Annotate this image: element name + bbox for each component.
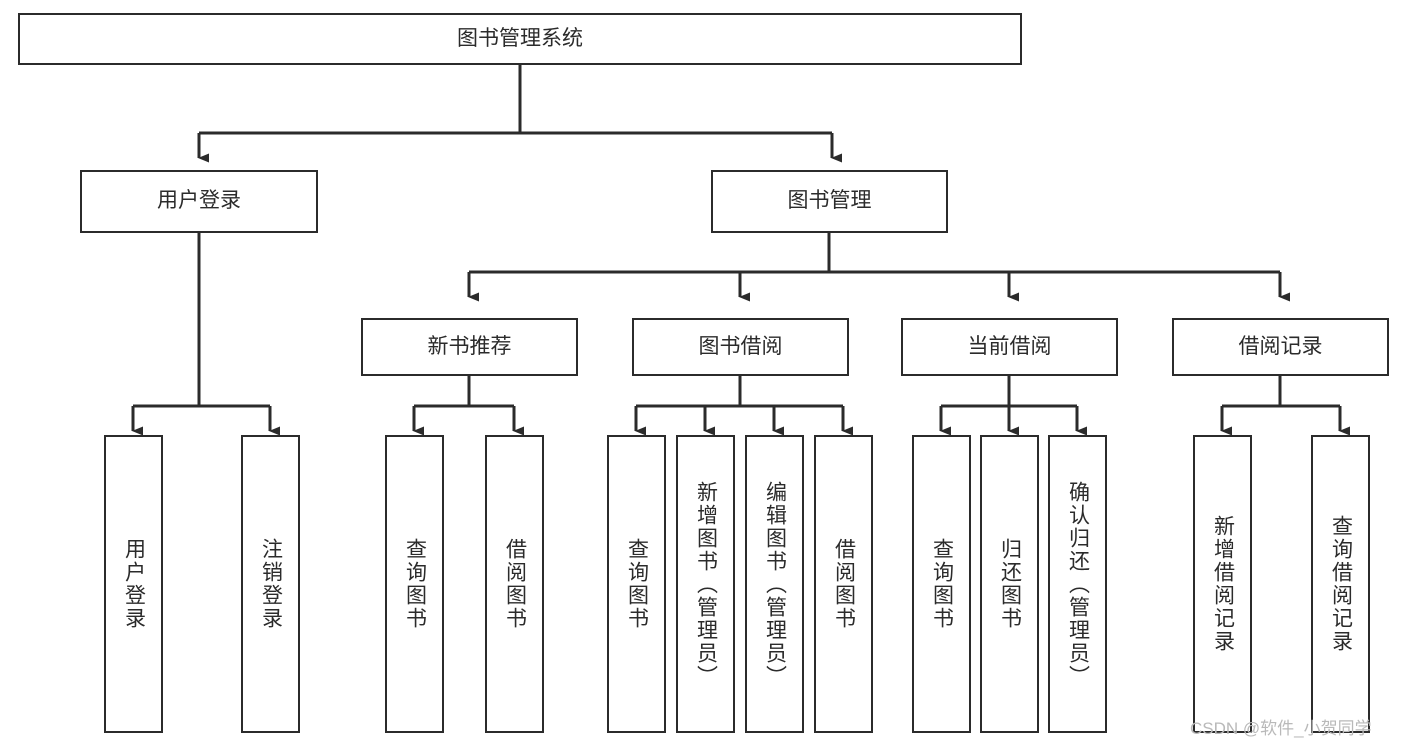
leaf-borrow-book-2[interactable]: 借阅图书: [814, 435, 873, 733]
node-root-label: 图书管理系统: [457, 26, 583, 50]
leaf-confirm-return-admin[interactable]: 确认归还（管理员）: [1048, 435, 1107, 733]
leaf-add-borrow-record[interactable]: 新增借阅记录: [1193, 435, 1252, 733]
leaf-query-book-1[interactable]: 查询图书: [385, 435, 444, 733]
leaf-confirm-return-admin-label: 确认归还（管理员）: [1066, 480, 1090, 688]
leaf-return-book-label: 归还图书: [998, 538, 1022, 630]
node-borrow-record[interactable]: 借阅记录: [1172, 318, 1389, 376]
node-root[interactable]: 图书管理系统: [18, 13, 1022, 65]
node-new-book-recommend[interactable]: 新书推荐: [361, 318, 578, 376]
node-book-borrow[interactable]: 图书借阅: [632, 318, 849, 376]
leaf-query-book-1-label: 查询图书: [403, 538, 427, 630]
leaf-borrow-book-2-label: 借阅图书: [832, 538, 856, 630]
leaf-edit-book-admin[interactable]: 编辑图书（管理员）: [745, 435, 804, 733]
node-current-borrow[interactable]: 当前借阅: [901, 318, 1118, 376]
node-new-book-recommend-label: 新书推荐: [427, 334, 512, 358]
leaf-add-borrow-record-label: 新增借阅记录: [1211, 515, 1235, 653]
leaf-query-borrow-record[interactable]: 查询借阅记录: [1311, 435, 1370, 733]
leaf-add-book-admin-label: 新增图书（管理员）: [694, 480, 718, 688]
leaf-add-book-admin[interactable]: 新增图书（管理员）: [676, 435, 735, 733]
leaf-user-login[interactable]: 用户登录: [104, 435, 163, 733]
node-borrow-record-label: 借阅记录: [1238, 334, 1323, 358]
leaf-query-book-3-label: 查询图书: [930, 538, 954, 630]
leaf-logout-login-label: 注销登录: [259, 538, 283, 630]
leaf-borrow-book-1-label: 借阅图书: [503, 538, 527, 630]
leaf-logout-login[interactable]: 注销登录: [241, 435, 300, 733]
node-book-borrow-label: 图书借阅: [698, 334, 783, 358]
leaf-user-login-label: 用户登录: [122, 538, 146, 630]
node-book-manage-label: 图书管理: [787, 189, 872, 213]
node-user-login-label: 用户登录: [157, 189, 241, 213]
leaf-edit-book-admin-label: 编辑图书（管理员）: [763, 480, 787, 688]
leaf-query-book-2-label: 查询图书: [625, 538, 649, 630]
node-user-login[interactable]: 用户登录: [80, 170, 318, 233]
leaf-borrow-book-1[interactable]: 借阅图书: [485, 435, 544, 733]
leaf-query-book-3[interactable]: 查询图书: [912, 435, 971, 733]
node-book-manage[interactable]: 图书管理: [711, 170, 948, 233]
node-current-borrow-label: 当前借阅: [967, 334, 1052, 358]
leaf-return-book[interactable]: 归还图书: [980, 435, 1039, 733]
leaf-query-book-2[interactable]: 查询图书: [607, 435, 666, 733]
leaf-query-borrow-record-label: 查询借阅记录: [1329, 515, 1353, 653]
watermark: CSDN @软件_小贺同学: [1190, 719, 1372, 738]
